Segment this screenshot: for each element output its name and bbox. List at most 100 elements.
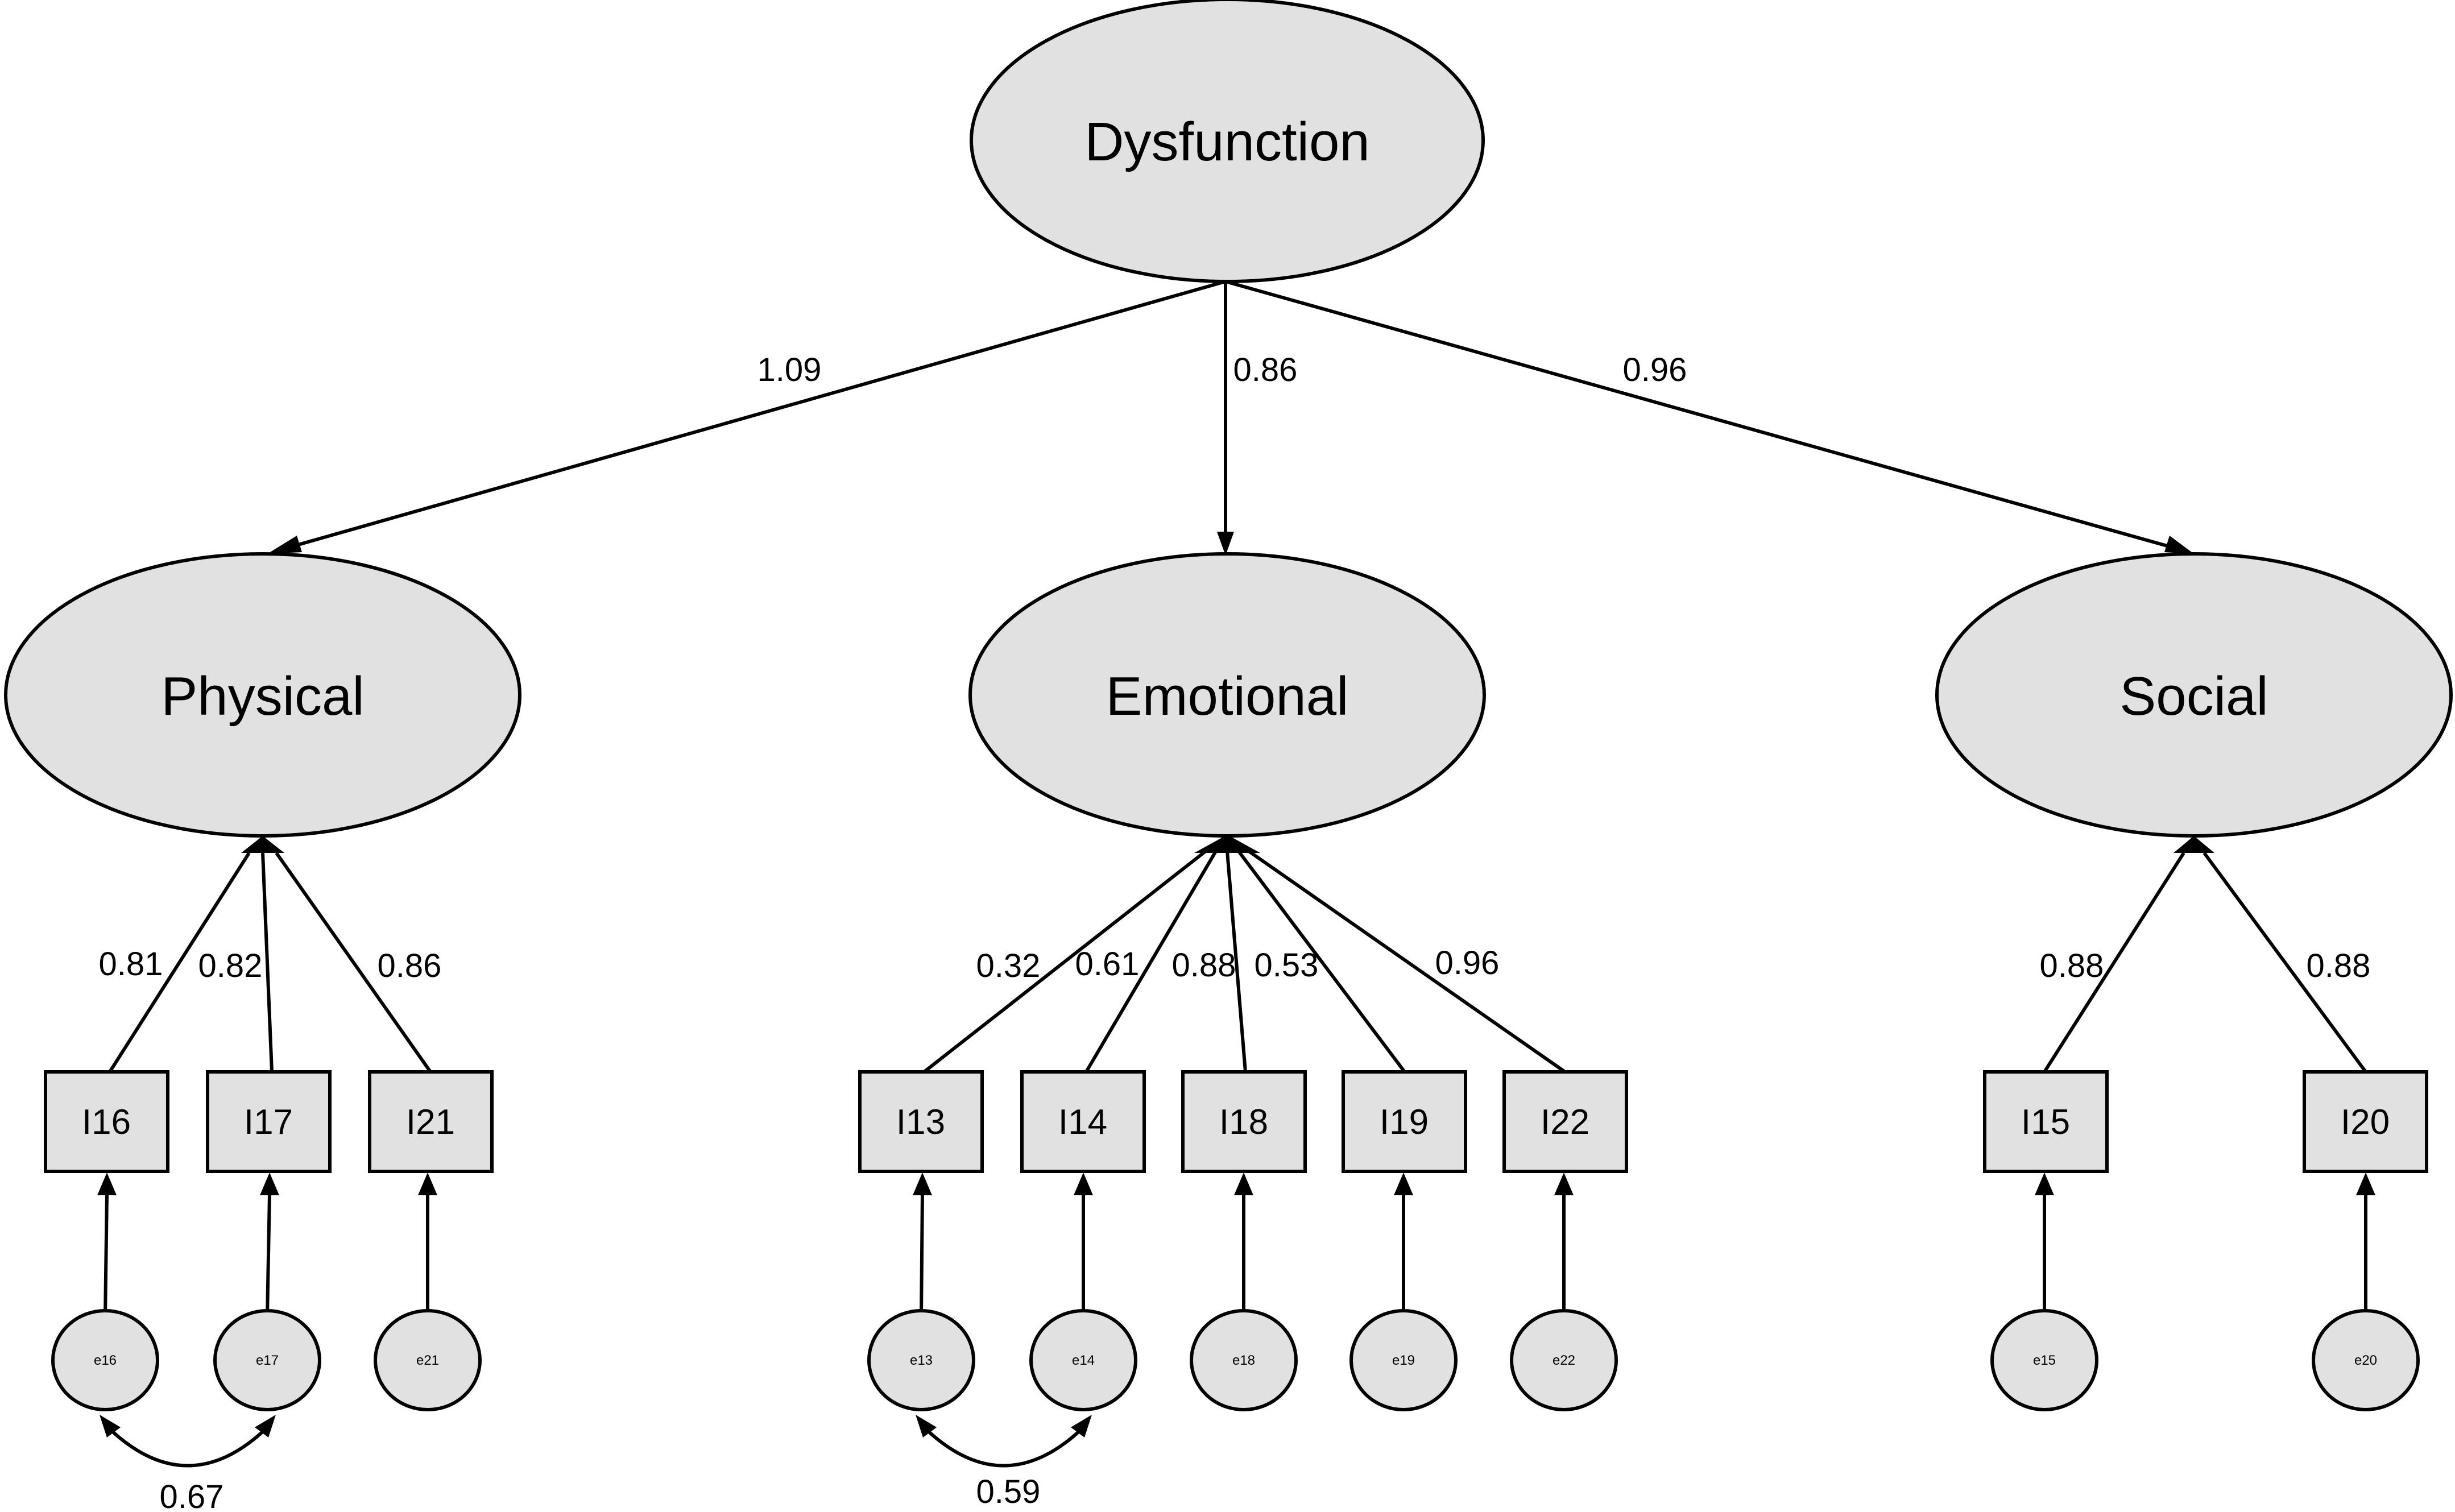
error-e18-shape [1190,1309,1298,1411]
indicator-i13-label: I13 [896,1103,945,1142]
coef-dysfunction-physical: 1.09 [757,351,822,388]
arrowhead-emotional-loadings [1194,835,1260,853]
error-e20-label: e20 [2354,1353,2377,1368]
indicator-i15-shape [1983,1070,2109,1173]
latent-dysfunction-shape [970,0,1485,283]
latent-social: Social [1935,552,2453,838]
error-e21-shape [374,1309,482,1411]
coef-covariance-e16-e17: 0.67 [160,1478,224,1512]
error-e16: e16 [51,1309,159,1411]
path-dysfunction-physical [289,280,1226,549]
indicator-i19-label: I19 [1380,1103,1429,1142]
arrowhead-i20 [2356,1173,2375,1195]
latent-physical-label: Physical [161,666,364,727]
path-i19-emotional [1237,850,1406,1073]
coef-i17: 0.82 [198,947,263,984]
error-e20: e20 [2312,1309,2420,1411]
arrowhead-physical-loadings [241,836,284,853]
indicator-i16: I16 [44,1070,169,1173]
arrowhead-i22 [1554,1173,1574,1195]
coef-i22: 0.96 [1435,945,1500,981]
coef-i19: 0.53 [1255,947,1319,984]
latent-emotional-label: Emotional [1106,666,1349,727]
coef-dysfunction-emotional: 0.86 [1233,351,1298,388]
coef-i16: 0.81 [99,946,163,983]
error-e13: e13 [867,1309,975,1411]
covariance-e13-e14-arrowhead-left [916,1415,937,1438]
covariance-e16-e17-arrowhead-left [100,1415,121,1438]
error-e19: e19 [1349,1309,1458,1411]
path-i21-physical [275,852,432,1073]
arrowhead-physical [267,536,302,554]
path-e13-i13 [920,1194,924,1317]
covariance-e13-e14 [925,1428,1082,1468]
arrowhead-social [2164,536,2194,554]
indicator-i19: I19 [1342,1070,1467,1173]
error-e14-label: e14 [1072,1353,1095,1368]
error-e13-label: e13 [910,1353,933,1368]
indicator-i22-label: I22 [1541,1103,1589,1142]
indicator-i20-shape [2303,1070,2428,1173]
coef-dysfunction-social: 0.96 [1623,351,1687,388]
indicator-i13-shape [858,1070,984,1173]
error-e15: e15 [1990,1309,2098,1411]
indicator-i20-label: I20 [2341,1103,2390,1142]
path-coefficients: 1.09 0.86 0.96 0.81 0.82 0.86 0.32 0.61 … [99,351,2371,1512]
indicator-i16-shape [44,1070,169,1173]
arrowhead-i14 [1074,1173,1093,1195]
error-e19-shape [1349,1309,1458,1411]
indicator-i15: I15 [1983,1070,2109,1173]
path-i15-social [2043,852,2185,1073]
latent-social-label: Social [2119,666,2268,727]
error-e17: e17 [213,1309,321,1411]
arrowhead-i16 [97,1173,117,1195]
indicator-i17-label: I17 [244,1103,293,1142]
path-i14-emotional [1084,850,1218,1073]
indicator-i17-shape [206,1070,332,1173]
arrowhead-i13 [913,1173,932,1195]
indicator-i22-shape [1502,1070,1628,1173]
indicator-i22: I22 [1502,1070,1628,1173]
indicator-i15-label: I15 [2021,1103,2070,1142]
loading-paths [108,835,2367,1074]
error-e16-shape [51,1309,159,1411]
indicator-i14: I14 [1020,1070,1146,1173]
indicator-i18-shape [1181,1070,1307,1173]
latent-dysfunction: Dysfunction [970,0,1485,283]
indicator-i18: I18 [1181,1070,1307,1173]
latent-physical-shape [4,552,521,838]
error-e15-shape [1990,1309,2098,1411]
covariance-arcs [100,1415,1092,1468]
error-e17-shape [213,1309,321,1411]
error-e18: e18 [1190,1309,1298,1411]
path-i18-emotional [1226,851,1247,1072]
covariance-e16-e17-arrowhead-right [255,1415,276,1438]
arrowhead-i18 [1234,1173,1253,1195]
latent-emotional: Emotional [968,552,1486,838]
path-i16-physical [108,852,251,1073]
error-e17-label: e17 [256,1353,279,1368]
indicator-i21-label: I21 [406,1103,455,1142]
indicator-i19-shape [1342,1070,1467,1173]
error-e18-label: e18 [1232,1353,1255,1368]
indicator-i14-label: I14 [1058,1103,1107,1142]
arrowhead-i19 [1394,1173,1413,1195]
coef-i15: 0.88 [2040,947,2104,984]
indicator-i21-shape [368,1070,494,1173]
covariance-e16-e17 [109,1428,266,1468]
indicator-i13: I13 [858,1070,984,1173]
indicator-i17: I17 [206,1070,332,1173]
indicator-i18-label: I18 [1219,1103,1268,1142]
path-e17-i17 [266,1194,271,1317]
error-e21: e21 [374,1309,482,1411]
covariance-e13-e14-arrowhead-right [1071,1415,1092,1438]
path-dysfunction-social [1225,280,2172,549]
path-i17-physical [261,852,274,1072]
coef-covariance-e13-e14: 0.59 [976,1473,1041,1510]
error-e15-label: e15 [2033,1353,2056,1368]
error-e22-label: e22 [1553,1353,1575,1368]
arrowhead-i15 [2035,1173,2054,1195]
error-e16-label: e16 [94,1353,117,1368]
path-i22-emotional [1248,850,1566,1074]
path-i20-social [2203,852,2367,1073]
